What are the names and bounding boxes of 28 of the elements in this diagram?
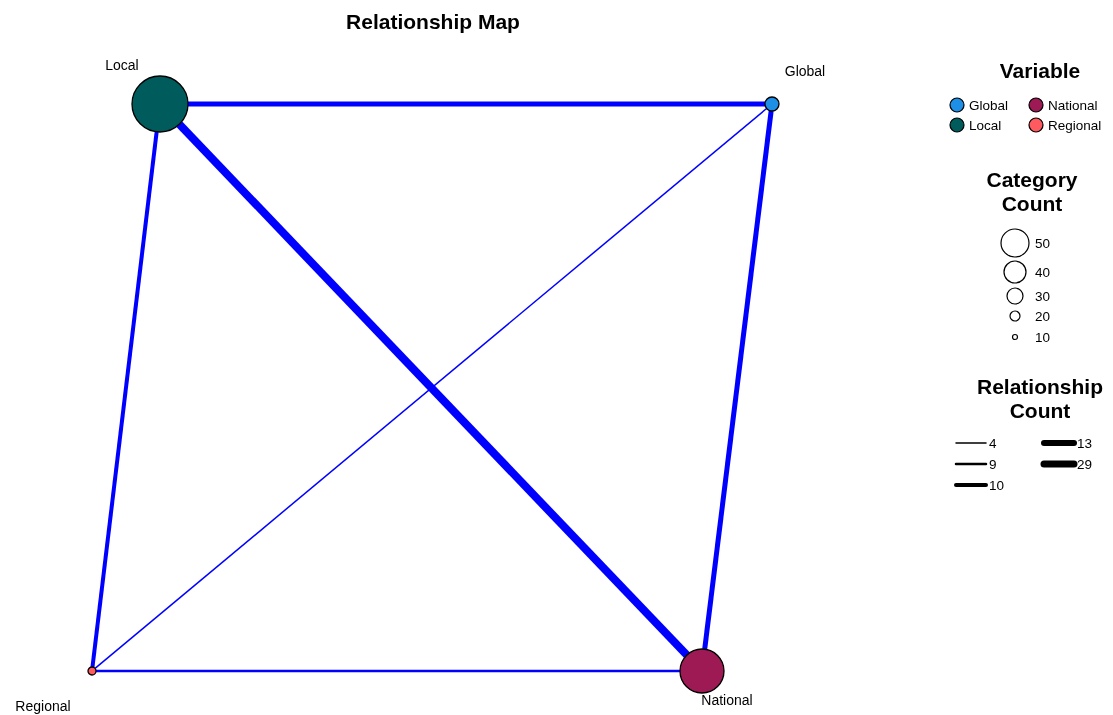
connector-line bbox=[94, 107, 768, 670]
legend-title: Category Count bbox=[985, 168, 1079, 216]
legend-label: 9 bbox=[989, 456, 997, 472]
legend-label: 4 bbox=[989, 435, 997, 451]
node-label: Global bbox=[784, 63, 826, 79]
legend-label: Regional bbox=[1048, 117, 1102, 133]
legend-label: 10 bbox=[989, 477, 1005, 493]
connector-line bbox=[176, 121, 690, 658]
legend-label: 20 bbox=[1035, 308, 1051, 324]
legend-title: Relationship Count bbox=[976, 375, 1104, 423]
connector-line bbox=[702, 110, 774, 650]
legend-label: 40 bbox=[1035, 264, 1051, 280]
legend-label: 29 bbox=[1077, 456, 1093, 472]
connector-line bbox=[188, 101, 765, 107]
legend-label: 30 bbox=[1035, 288, 1051, 304]
connector-line bbox=[96, 669, 680, 673]
node-label: Regional bbox=[15, 698, 71, 714]
legend-label: 10 bbox=[1035, 329, 1051, 345]
legend-label: 13 bbox=[1077, 435, 1093, 451]
legend-label: 50 bbox=[1035, 235, 1051, 251]
connector-line bbox=[90, 131, 159, 668]
legend-label: Global bbox=[969, 97, 1009, 113]
chart-title: Relationship Map bbox=[346, 10, 520, 34]
legend-title: Variable bbox=[998, 59, 1082, 83]
legend-label: Local bbox=[969, 117, 1002, 133]
node-label: Local bbox=[105, 57, 139, 73]
legend-label: National bbox=[1048, 97, 1098, 113]
node-label: National bbox=[701, 692, 753, 708]
